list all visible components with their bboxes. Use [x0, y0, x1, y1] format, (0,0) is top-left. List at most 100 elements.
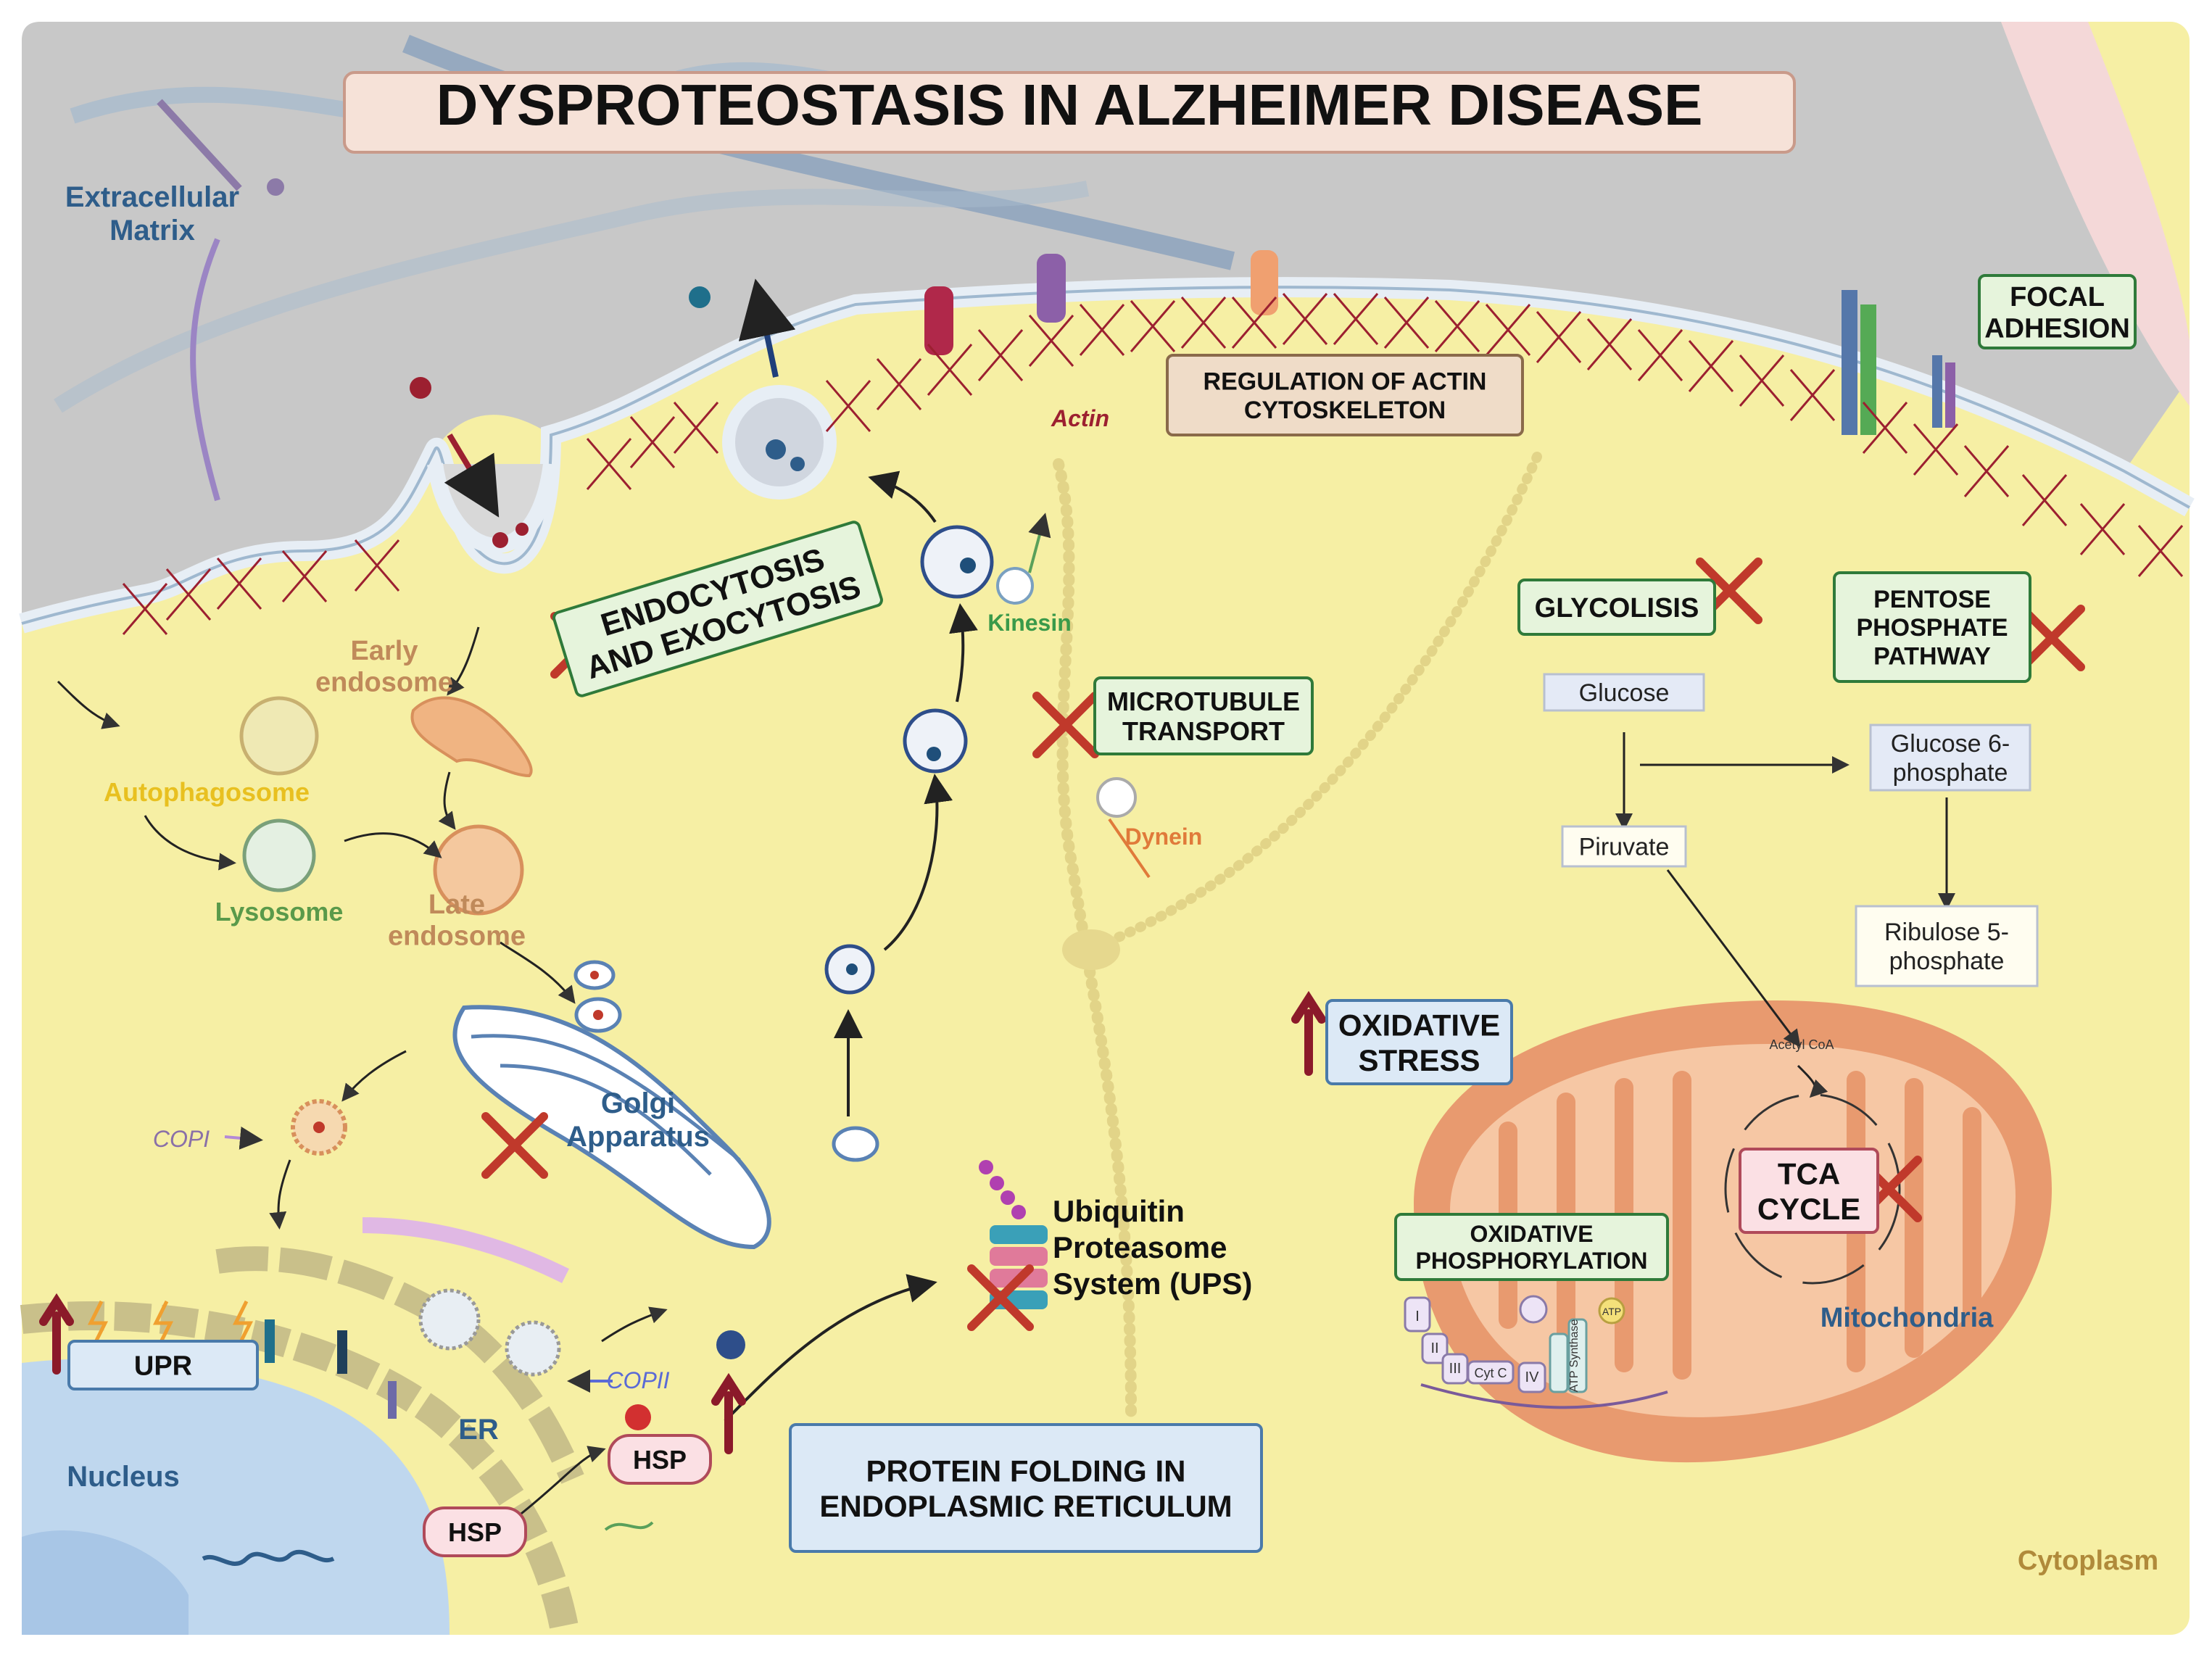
actin-cross	[1913, 423, 1959, 476]
atp-synthase-label: ATP Synthase	[1568, 1319, 1581, 1393]
nucleus-label: Nucleus	[67, 1461, 180, 1493]
vesicle-cargo	[960, 557, 976, 573]
endoplasmic-reticulum	[20, 1301, 580, 1638]
arrow-vesicle-exocytosis	[868, 471, 937, 523]
cyt-c-label: Cyt C	[1475, 1366, 1507, 1380]
actin-cross	[1739, 355, 1785, 407]
complex-I-label: I	[1415, 1309, 1420, 1325]
vesicle-kinesin	[920, 525, 994, 599]
hsp2-box: HSP	[423, 1506, 527, 1557]
arrow-er-to-golgi	[601, 1306, 668, 1343]
kinesin-motor	[1028, 513, 1051, 573]
actin-cross	[216, 557, 262, 610]
upr-sensor-1	[265, 1319, 275, 1363]
track-junction	[1062, 929, 1120, 970]
integrin-a	[1842, 290, 1857, 435]
exo-cargo-2	[790, 457, 805, 471]
inhibition-cross	[481, 1112, 548, 1179]
arrow-lysosome-to-late	[344, 832, 442, 858]
kinesin-label: Kinesin	[987, 610, 1072, 636]
g6p-node: Glucose 6-phosphate	[1869, 724, 2031, 792]
actin-cross	[122, 583, 168, 635]
arrow-vesicle-up	[883, 774, 953, 951]
actin-cross	[1282, 293, 1328, 345]
neighbor-cell-edge	[2001, 22, 2190, 406]
autophagosome	[239, 696, 319, 776]
actin-cross	[629, 416, 676, 468]
upr-sensor-2	[337, 1330, 347, 1374]
increase-arrow	[39, 1293, 74, 1375]
actin-filaments	[122, 293, 2184, 635]
plasma-membrane-edge	[21, 286, 2190, 625]
arrow-autophagosome-to-lysosome	[144, 815, 236, 871]
actin-cross	[1485, 304, 1531, 356]
r5p-label: Ribulose 5-phosphate	[1884, 919, 2009, 975]
ecm-fiber-3	[54, 181, 1090, 413]
actin-cross	[673, 402, 719, 454]
actin-cross	[1333, 293, 1379, 345]
actin-cross	[165, 568, 212, 621]
membrane-receptor-purple	[1037, 254, 1066, 323]
vesicle-transport-cargo	[927, 747, 941, 761]
actin-cross	[1862, 402, 1908, 454]
endo-cargo-2	[515, 523, 529, 536]
hsp1-box: HSP	[608, 1434, 712, 1485]
actin-cross	[825, 380, 871, 432]
ecm-fiber-4	[190, 238, 220, 502]
early-endosome	[410, 696, 533, 778]
arrow-acetylcoa-to-tca	[1797, 1064, 1828, 1098]
integrin-d	[1945, 362, 1955, 428]
copii-label: COPII	[606, 1367, 669, 1393]
exo-cargo-1	[766, 439, 786, 460]
actin-cross	[1231, 297, 1277, 349]
actin-cross	[1688, 340, 1734, 392]
complex-III-label: III	[1449, 1361, 1462, 1377]
stress-bolt-3	[232, 1300, 254, 1346]
actin-cross	[977, 329, 1024, 381]
cytoplasm-label: Cytoplasm	[2018, 1546, 2158, 1576]
arrow-pit-to-early-endosome	[447, 626, 480, 696]
actin-cross	[586, 438, 632, 490]
actin-cross	[354, 539, 400, 592]
vesicle-golgi-cargo	[846, 963, 858, 975]
copi-arrow	[224, 1126, 263, 1150]
actin-cross	[2021, 474, 2068, 526]
actin-cross	[2137, 525, 2184, 577]
hsp1-label: HSP	[633, 1445, 687, 1475]
actin-cross	[281, 550, 328, 602]
misfolded-protein-red	[625, 1404, 651, 1430]
dynein-motor	[1108, 818, 1151, 879]
lysosome	[242, 818, 316, 892]
inhibition-cross	[1032, 692, 1099, 758]
glycolisis-box: GLYCOLISIS	[1517, 579, 1716, 636]
inhibition-cross	[967, 1264, 1034, 1331]
copii-vesicle-1	[418, 1288, 481, 1351]
autophagosome-label: Autophagosome	[104, 777, 310, 807]
arrow-piruvate-to-acetylcoa	[1666, 869, 1801, 1048]
dynein-label: Dynein	[1125, 824, 1203, 850]
actin-cross	[1536, 311, 1582, 363]
membrane-receptor-orange	[1251, 250, 1278, 315]
r5p-node: Ribulose 5-phosphate	[1855, 905, 2039, 987]
arrow-copi-to-er	[269, 1159, 291, 1230]
complex-IV-label: IV	[1525, 1369, 1540, 1385]
copi-vesicle-cargo	[313, 1122, 325, 1133]
hsp2-label: HSP	[448, 1517, 502, 1547]
dna	[202, 1549, 335, 1566]
actin-cross	[1383, 297, 1430, 349]
er-golgi-intermediate	[362, 1217, 569, 1283]
